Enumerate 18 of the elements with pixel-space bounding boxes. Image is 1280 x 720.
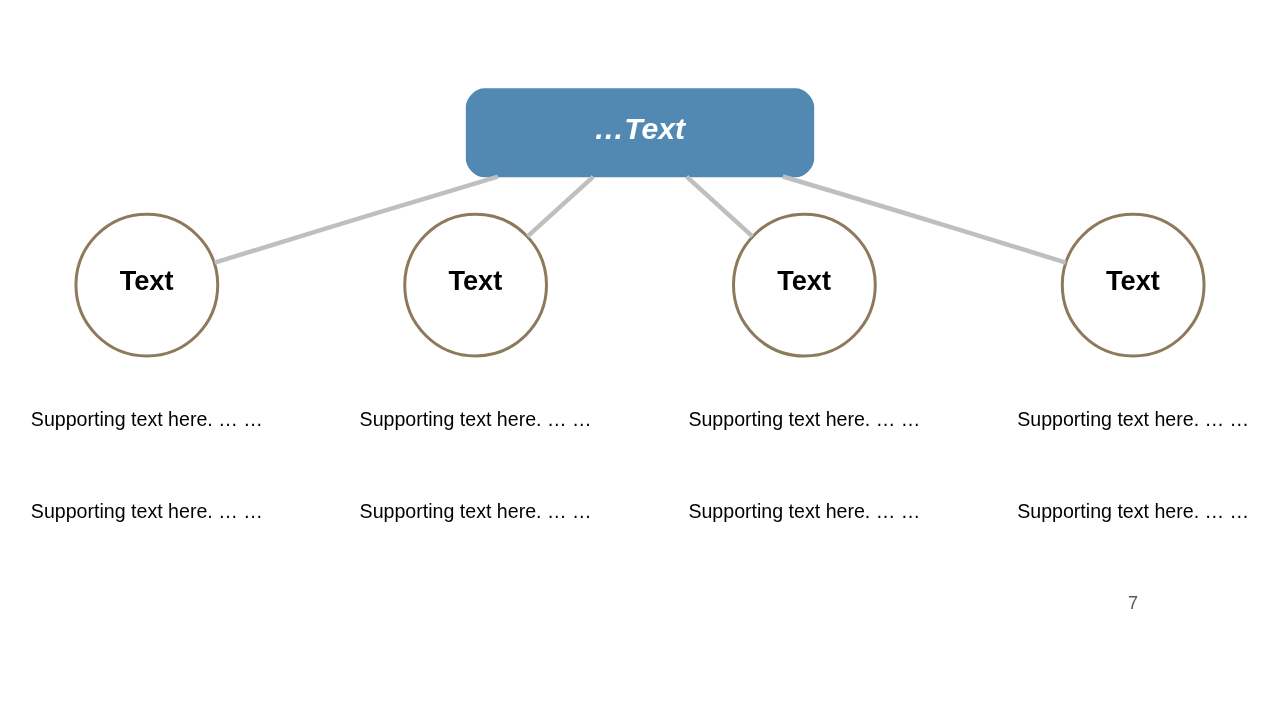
- node-box: …Text: [465, 87, 815, 177]
- connector: [685, 174, 754, 238]
- connector: [526, 174, 595, 238]
- connector: [782, 173, 1067, 265]
- node-label: Supporting text here. … …: [359, 499, 592, 522]
- node-circle: Text: [403, 212, 548, 357]
- node-label: Supporting text here. … …: [688, 499, 921, 522]
- node-label: Supporting text here. … …: [1017, 499, 1250, 522]
- node-label: Supporting text here. … …: [359, 407, 592, 430]
- node-circle: Text: [1060, 212, 1206, 357]
- node-label: Supporting text here. … …: [688, 407, 921, 430]
- node-label: Supporting text here. … …: [30, 407, 263, 430]
- node-circle: Text: [74, 212, 220, 357]
- node-circle: Text: [732, 212, 877, 357]
- label: 7: [1128, 593, 1139, 613]
- node-label: Supporting text here. … …: [1017, 407, 1250, 430]
- connector: [213, 173, 499, 265]
- node-label: Supporting text here. … …: [30, 499, 263, 522]
